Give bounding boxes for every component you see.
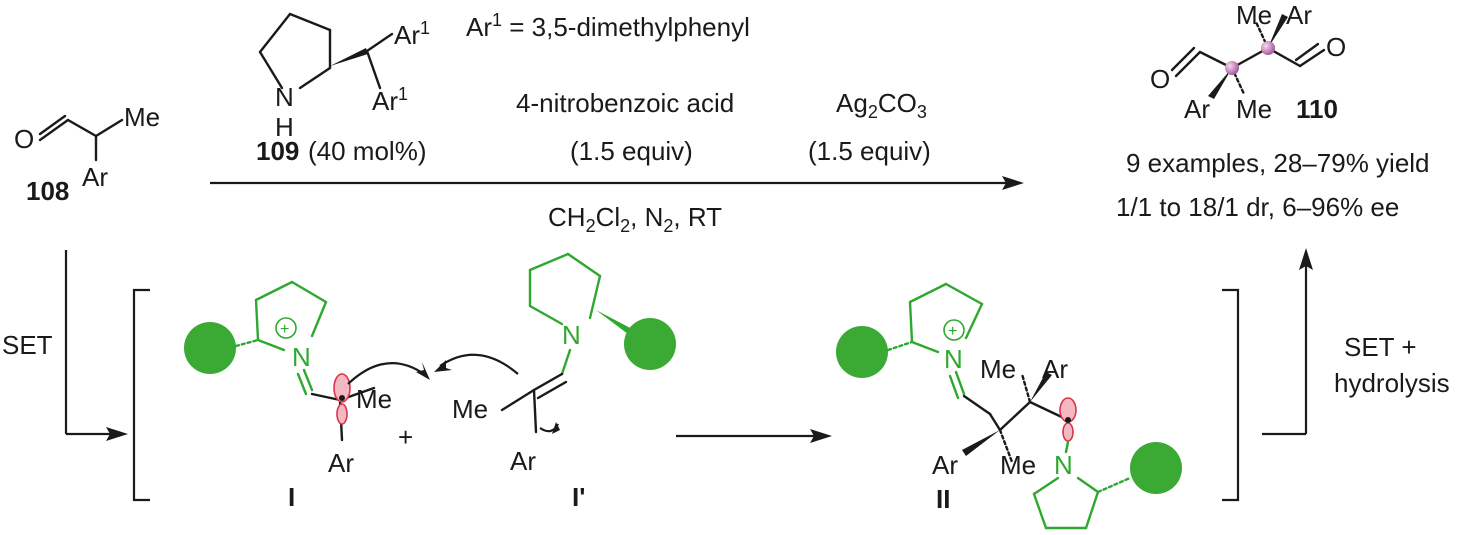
n-label-II-bottom: N bbox=[1054, 450, 1073, 480]
wedge-II-bottom bbox=[962, 430, 1000, 456]
catalyst-ball-II-bottom bbox=[1130, 442, 1182, 494]
catalyst-ball-I-prime bbox=[624, 318, 676, 370]
wedge-I-prime bbox=[596, 310, 634, 337]
intermediate-II: + N Me Ar Ar Me N II bbox=[836, 282, 1182, 530]
ar-label-II-top: Ar bbox=[1042, 354, 1068, 384]
product-ar-bottom: Ar bbox=[1184, 94, 1210, 124]
n-label-I-prime: N bbox=[562, 320, 581, 350]
catalyst-loading: (40 mol%) bbox=[308, 136, 426, 166]
oxidant-formula: Ag2CO3 bbox=[836, 88, 927, 122]
catalyst-n-label: N bbox=[275, 82, 294, 112]
me-label-II-bottom: Me bbox=[1000, 450, 1036, 480]
product-o-right: O bbox=[1326, 32, 1346, 62]
product-me-bottom: Me bbox=[1236, 94, 1272, 124]
stereocenter-marker-2 bbox=[1261, 41, 1275, 55]
acid-equiv: (1.5 equiv) bbox=[570, 136, 693, 166]
product-id: 110 bbox=[1296, 94, 1338, 124]
set-hydrolysis-arrow: SET + hydrolysis bbox=[1262, 248, 1450, 436]
hydrolysis-label: hydrolysis bbox=[1334, 368, 1450, 398]
product-selectivity: 1/1 to 18/1 dr, 6–96% ee bbox=[1116, 192, 1399, 222]
oxidant-equiv: (1.5 equiv) bbox=[808, 136, 931, 166]
radical-orbital-II-lower bbox=[1062, 422, 1074, 442]
catalyst-wedge-bond bbox=[330, 48, 368, 66]
catalyst-ball-II-top bbox=[836, 326, 888, 378]
n-label-II-top: N bbox=[944, 344, 963, 374]
set-label: SET bbox=[2, 330, 53, 360]
ar-label-I-prime: Ar bbox=[510, 446, 536, 476]
intermediate-I-prime: N Me Ar I' bbox=[452, 252, 676, 512]
stereocenter-marker-1 bbox=[1225, 61, 1239, 75]
ar-label-I: Ar bbox=[328, 448, 354, 478]
label-I-prime: I' bbox=[572, 482, 585, 512]
set-arrow-left: SET bbox=[2, 250, 128, 441]
catalyst-ball-I bbox=[184, 322, 236, 374]
substrate-ar-label: Ar bbox=[82, 162, 108, 192]
me-label-II-top: Me bbox=[980, 354, 1016, 384]
product-me-top: Me bbox=[1236, 0, 1272, 30]
acid-name: 4-nitrobenzoic acid bbox=[516, 88, 734, 118]
product-wedge-2 bbox=[1268, 14, 1288, 48]
product-110: O O Me Ar Ar Me 110 9 examples, 28–79% y… bbox=[1116, 0, 1430, 222]
n-label-I: N bbox=[292, 342, 311, 372]
me-label-I: Me bbox=[356, 384, 392, 414]
catalyst-h-label: H bbox=[275, 112, 294, 142]
wedge-II-top bbox=[1030, 372, 1052, 402]
substrate-id: 108 bbox=[26, 176, 69, 206]
catalyst-ar-definition: Ar1 = 3,5-dimethylphenyl bbox=[466, 10, 750, 42]
set-plus-label: SET + bbox=[1344, 332, 1417, 362]
product-o-left: O bbox=[1150, 64, 1170, 94]
substrate-o-label: O bbox=[14, 124, 34, 154]
substrate-me-label: Me bbox=[124, 102, 160, 132]
electron-flow-arrows bbox=[347, 353, 560, 434]
intermediate-I: + N Me Ar I bbox=[184, 280, 392, 512]
me-label-I-prime: Me bbox=[452, 394, 488, 424]
label-I: I bbox=[288, 482, 295, 512]
positive-charge-I bbox=[275, 317, 297, 339]
catalyst-ar1-top: Ar1 bbox=[394, 18, 430, 50]
product-examples: 9 examples, 28–79% yield bbox=[1126, 148, 1430, 178]
ar-label-II-bottom: Ar bbox=[932, 450, 958, 480]
catalyst-109: N H Ar1 Ar1 Ar1 = 3,5-dimethylphenyl 109… bbox=[256, 10, 750, 166]
plus-sign: + bbox=[398, 422, 413, 452]
positive-charge-II bbox=[943, 319, 965, 341]
substrate-108: O Me Ar 108 bbox=[14, 102, 160, 206]
mechanism-arrow bbox=[676, 429, 832, 443]
charge-sign-I: + bbox=[280, 321, 289, 338]
reaction-conditions: CH2Cl2, N2, RT bbox=[548, 202, 722, 236]
catalyst-id: 109 bbox=[256, 136, 299, 166]
mechanism-brackets bbox=[132, 288, 1240, 502]
reagents: 4-nitrobenzoic acid (1.5 equiv) Ag2CO3 (… bbox=[516, 88, 931, 236]
product-wedge-1 bbox=[1208, 68, 1232, 99]
main-reaction-arrow bbox=[210, 176, 1024, 190]
radical-orbital-I bbox=[333, 373, 351, 403]
radical-orbital-I-lower bbox=[336, 403, 348, 425]
catalyst-ar1-bottom: Ar1 bbox=[372, 84, 408, 116]
product-ar-top: Ar bbox=[1286, 0, 1312, 30]
charge-sign-II: + bbox=[948, 323, 957, 340]
label-II: II bbox=[936, 484, 950, 514]
